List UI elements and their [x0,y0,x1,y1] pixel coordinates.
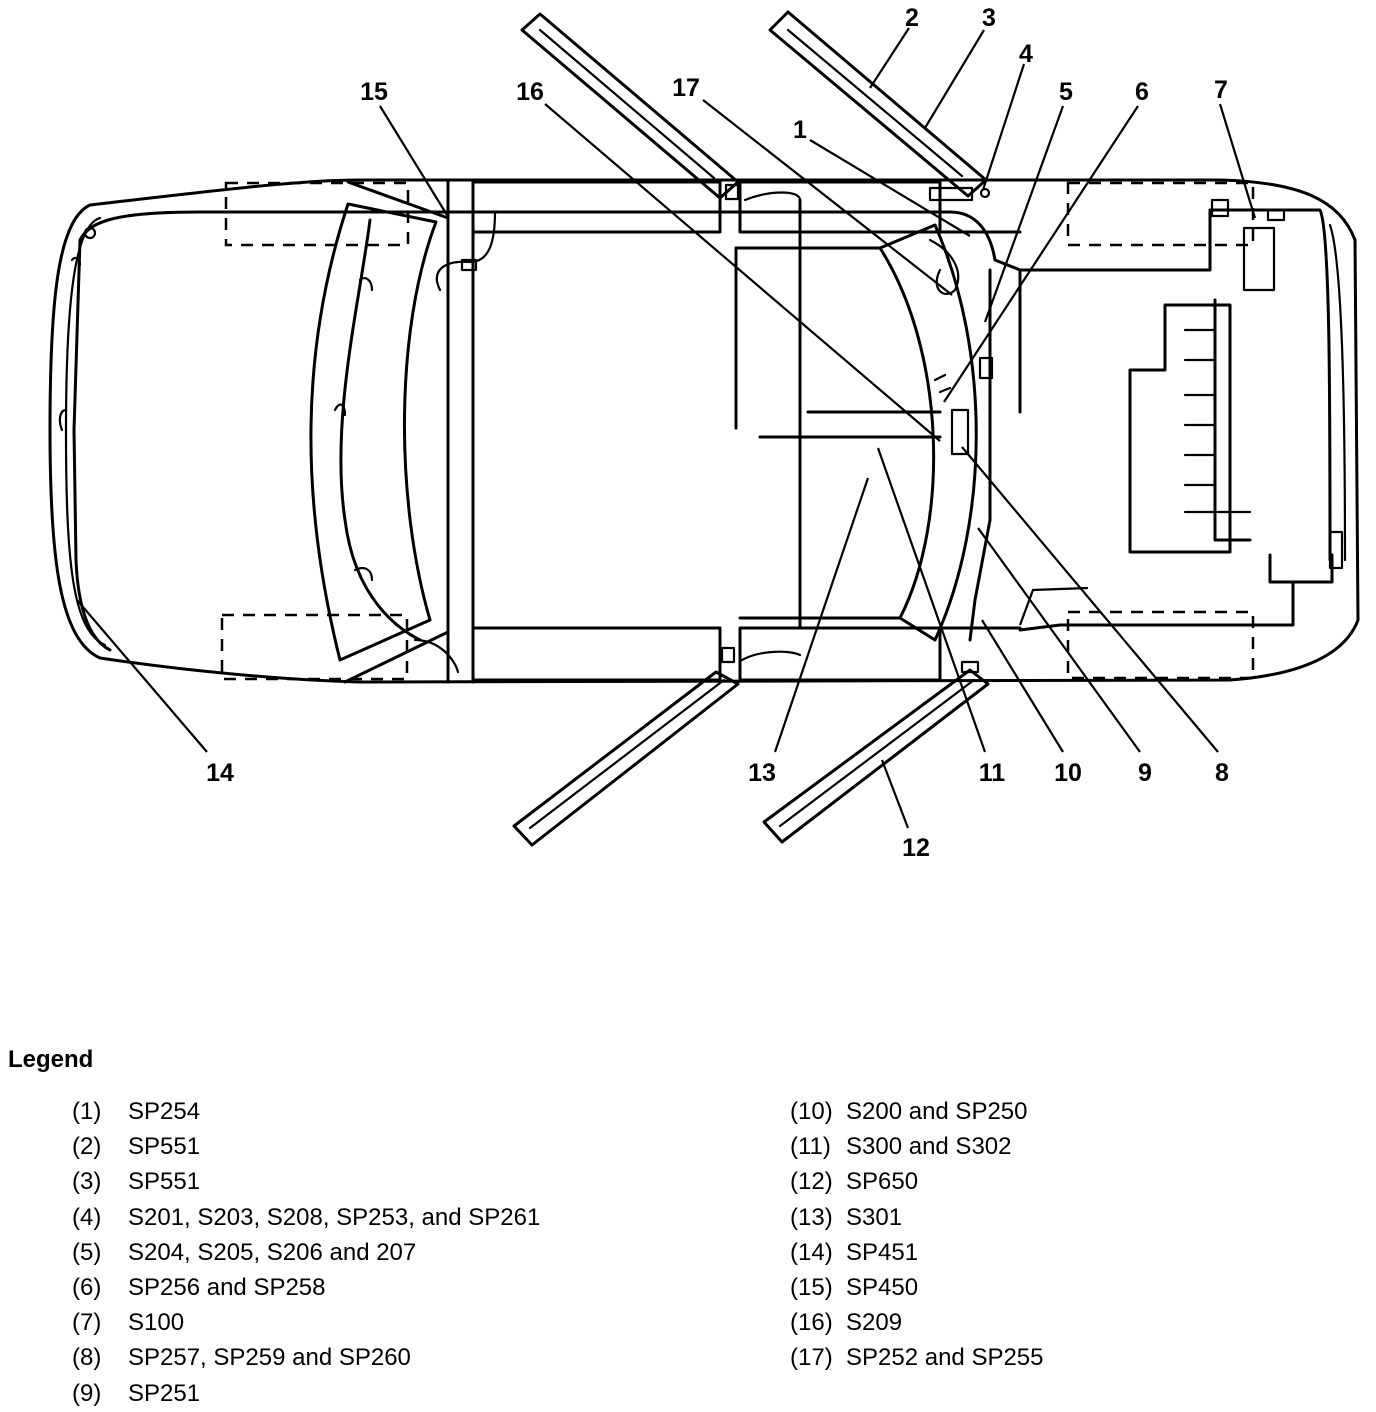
legend-item-text: SP251 [128,1379,201,1407]
legend-item-number: (17) [790,1344,833,1372]
callout-7: 7 [1214,76,1228,104]
legend-item-number: (4) [72,1203,102,1231]
legend-item-number: (12) [790,1168,833,1196]
callout-4: 4 [1019,40,1033,68]
legend-item-text: SP451 [846,1238,919,1266]
legend-item: (17) SP252 and SP255 [790,1340,1044,1375]
callout-2: 2 [905,4,919,32]
legend-item-number: (11) [790,1133,831,1161]
legend-item: (6) SP256 and SP258 [72,1270,540,1305]
callout-13: 13 [748,759,776,787]
callout-8: 8 [1215,759,1229,787]
legend-item-text: SP551 [128,1133,201,1161]
legend-item-number: (14) [790,1238,833,1266]
legend-item-number: (13) [790,1203,833,1231]
legend-item-number: (15) [790,1273,833,1301]
callout-10: 10 [1054,759,1082,787]
legend-item: (4) S201, S203, S208, SP253, and SP261 [72,1200,540,1235]
callout-14: 14 [206,759,234,787]
wiring-harness [58,191,1334,674]
open-doors [512,10,990,847]
legend-item-number: (1) [72,1098,102,1125]
door-frames [471,180,1022,682]
legend-item: (3) SP551 [72,1164,540,1199]
windshield [734,223,978,642]
legend-item-number: (5) [72,1238,102,1266]
legend-item: (5) S204, S205, S206 and 207 [72,1235,540,1270]
legend-item: (13) S301 [790,1200,1044,1235]
legend-item-text: S301 [846,1203,903,1231]
callout-5: 5 [1059,78,1073,106]
callout-15: 15 [360,78,388,106]
legend-item-number: (10) [790,1098,833,1125]
legend-item-number: (7) [72,1309,102,1337]
legend-item-text: SP252 and SP255 [846,1344,1044,1372]
legend-item-text: SP256 and SP258 [128,1273,326,1301]
legend-item-text: S209 [846,1309,903,1337]
legend-item: (10) S200 and SP250 [790,1094,1044,1129]
legend-item-text: S201, S203, S208, SP253, and SP261 [128,1203,541,1231]
legend-item-text: SP650 [846,1168,919,1196]
callout-17: 17 [672,74,700,102]
legend-item: (1) SP254 [72,1094,540,1129]
callout-3: 3 [982,4,996,32]
callout-1: 1 [793,116,807,144]
legend-item-text: S100 [128,1309,185,1337]
legend-item: (15) SP450 [790,1270,1044,1305]
legend-item-number: (8) [72,1344,102,1372]
rear-window [309,180,475,684]
legend-item: (11) S300 and S302 [790,1129,1044,1164]
callout-16: 16 [516,78,544,106]
legend-item: (8) SP257, SP259 and SP260 [72,1340,540,1375]
legend-title: Legend [8,1046,94,1073]
legend-item-text: SP254 [128,1098,201,1125]
legend-item-number: (16) [790,1309,833,1337]
legend-item: (9) SP251 [72,1376,540,1411]
connectors [83,183,1344,674]
legend-item-number: (3) [72,1168,102,1196]
legend-item: (7) S100 [72,1305,540,1340]
legend-item: (14) SP451 [790,1235,1044,1270]
vehicle-body-outline [48,178,1360,684]
vehicle-harness-diagram: 1 2 3 4 5 6 7 8 9 10 11 12 13 14 15 16 1… [48,4,1360,862]
legend-item-text: S204, S205, S206 and 207 [128,1238,417,1266]
legend-item-text: SP450 [846,1273,919,1301]
legend-item-number: (6) [72,1273,102,1301]
callout-11: 11 [979,759,1006,787]
legend-item: (12) SP650 [790,1164,1044,1199]
legend-item-text: S300 and S302 [846,1133,1012,1161]
callout-9: 9 [1138,759,1152,787]
legend-item-text: SP551 [128,1168,201,1196]
legend-column-left: (1) SP254 (2) SP551 (3) SP551 (4) S201, S203… [72,1094,540,1411]
legend-item-number: (2) [72,1133,102,1161]
legend-item-number: (9) [72,1379,102,1407]
legend-item-text: SP257, SP259 and SP260 [128,1344,411,1372]
legend-item: (16) S209 [790,1305,1044,1340]
leader-lines [76,27,1257,829]
callout-labels: 1 2 3 4 5 6 7 8 9 10 11 12 13 14 15 16 1… [206,4,1229,862]
callout-6: 6 [1135,78,1149,106]
legend-column-right: (10) S200 and SP250 (11) S300 and S302 (12… [790,1094,1044,1376]
callout-12: 12 [902,834,930,862]
legend-item: (2) SP551 [72,1129,540,1164]
legend-item-text: S200 and SP250 [846,1098,1028,1125]
